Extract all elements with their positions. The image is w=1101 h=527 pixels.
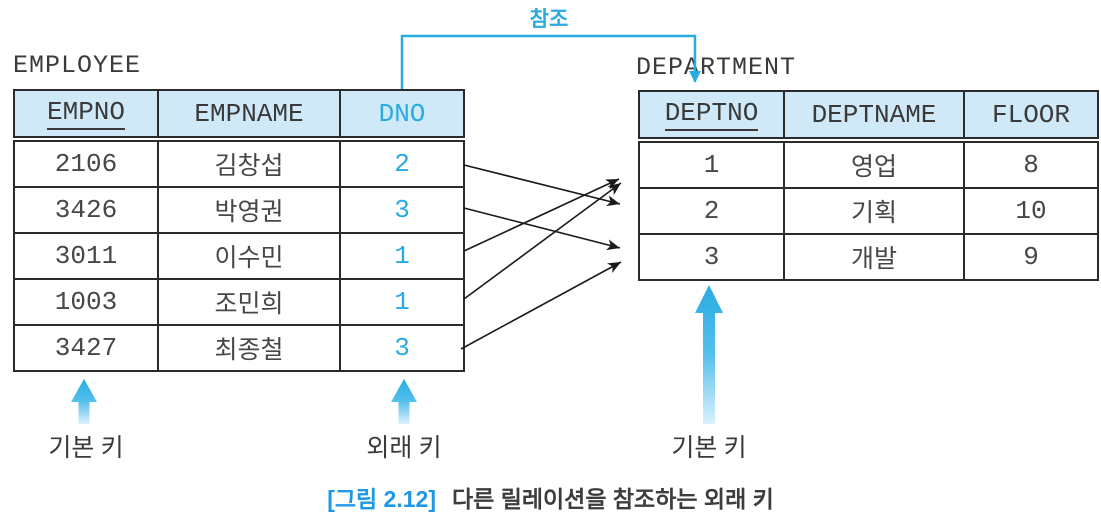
department-row-2: 2 기획 10	[638, 187, 1099, 235]
relation-arrow-2106-to-2	[463, 164, 621, 207]
relation-arrow-3426-to-3	[463, 207, 621, 251]
deptno-cell: 2	[638, 187, 785, 235]
department-table-title: DEPARTMENT	[636, 53, 797, 82]
employee-col-empname: EMPNAME	[157, 89, 341, 142]
employee-header-row: EMPNO EMPNAME DNO	[13, 89, 465, 142]
figure-caption-text: 다른 릴레이션을 참조하는 외래 키	[451, 486, 774, 512]
reference-label: 참조	[529, 8, 569, 31]
empno-cell: 3011	[13, 232, 159, 280]
figure-caption: [그림 2.12] 다른 릴레이션을 참조하는 외래 키	[0, 480, 1101, 514]
employee-table: EMPNO EMPNAME DNO 2106 김창섭 2 3426 박영권 3 …	[13, 89, 465, 372]
relation-arrow-3011-to-1	[463, 178, 620, 252]
empno-cell: 2106	[13, 138, 159, 188]
employee-row-2: 3426 박영권 3	[13, 186, 465, 234]
department-col-floor: FLOOR	[963, 90, 1099, 143]
floor-cell: 9	[963, 233, 1099, 281]
empname-cell: 조민희	[157, 278, 341, 326]
empname-cell: 김창섭	[157, 138, 341, 188]
empname-cell: 최종철	[157, 324, 341, 372]
department-row-3: 3 개발 9	[638, 233, 1099, 281]
deptno-cell: 1	[638, 139, 785, 189]
employee-col-dno: DNO	[339, 89, 465, 142]
empname-cell: 박영권	[157, 186, 341, 234]
deptname-cell: 영업	[783, 139, 965, 189]
figure-number: [그림 2.12]	[327, 486, 436, 512]
dno-cell: 1	[339, 278, 465, 326]
department-header-row: DEPTNO DEPTNAME FLOOR	[638, 90, 1099, 143]
deptno-cell: 3	[638, 233, 785, 281]
floor-cell: 10	[963, 187, 1099, 235]
foreign-key-arrow-dno	[391, 379, 417, 424]
dno-cell: 2	[339, 138, 465, 188]
primary-key-arrow-deptno	[695, 285, 723, 424]
foreign-key-label: 외래 키	[366, 435, 442, 462]
employee-row-1: 2106 김창섭 2	[13, 138, 465, 188]
deptname-cell: 개발	[783, 233, 965, 281]
employee-col-empno: EMPNO	[13, 89, 159, 142]
department-table: DEPTNO DEPTNAME FLOOR 1 영업 8 2 기획 10 3 개…	[638, 90, 1099, 281]
empno-cell: 1003	[13, 278, 159, 326]
empname-cell: 이수민	[157, 232, 341, 280]
relation-arrow-1003-to-1	[463, 182, 622, 300]
employee-row-3: 3011 이수민 1	[13, 232, 465, 280]
department-row-1: 1 영업 8	[638, 139, 1099, 189]
empno-cell: 3427	[13, 324, 159, 372]
department-col-deptno: DEPTNO	[638, 90, 785, 143]
primary-key-label-department: 기본 키	[671, 435, 747, 462]
floor-cell: 8	[963, 139, 1099, 189]
dno-cell: 3	[339, 324, 465, 372]
primary-key-arrow-empno	[71, 379, 97, 424]
dno-cell: 3	[339, 186, 465, 234]
primary-key-label-employee: 기본 키	[48, 435, 124, 462]
empno-cell: 3426	[13, 186, 159, 234]
department-col-deptname: DEPTNAME	[783, 90, 965, 143]
deptname-cell: 기획	[783, 187, 965, 235]
employee-table-title: EMPLOYEE	[13, 51, 142, 80]
employee-row-5: 3427 최종철 3	[13, 324, 465, 372]
relation-arrow-3427-to-3	[460, 261, 622, 350]
employee-row-4: 1003 조민희 1	[13, 278, 465, 326]
dno-cell: 1	[339, 232, 465, 280]
